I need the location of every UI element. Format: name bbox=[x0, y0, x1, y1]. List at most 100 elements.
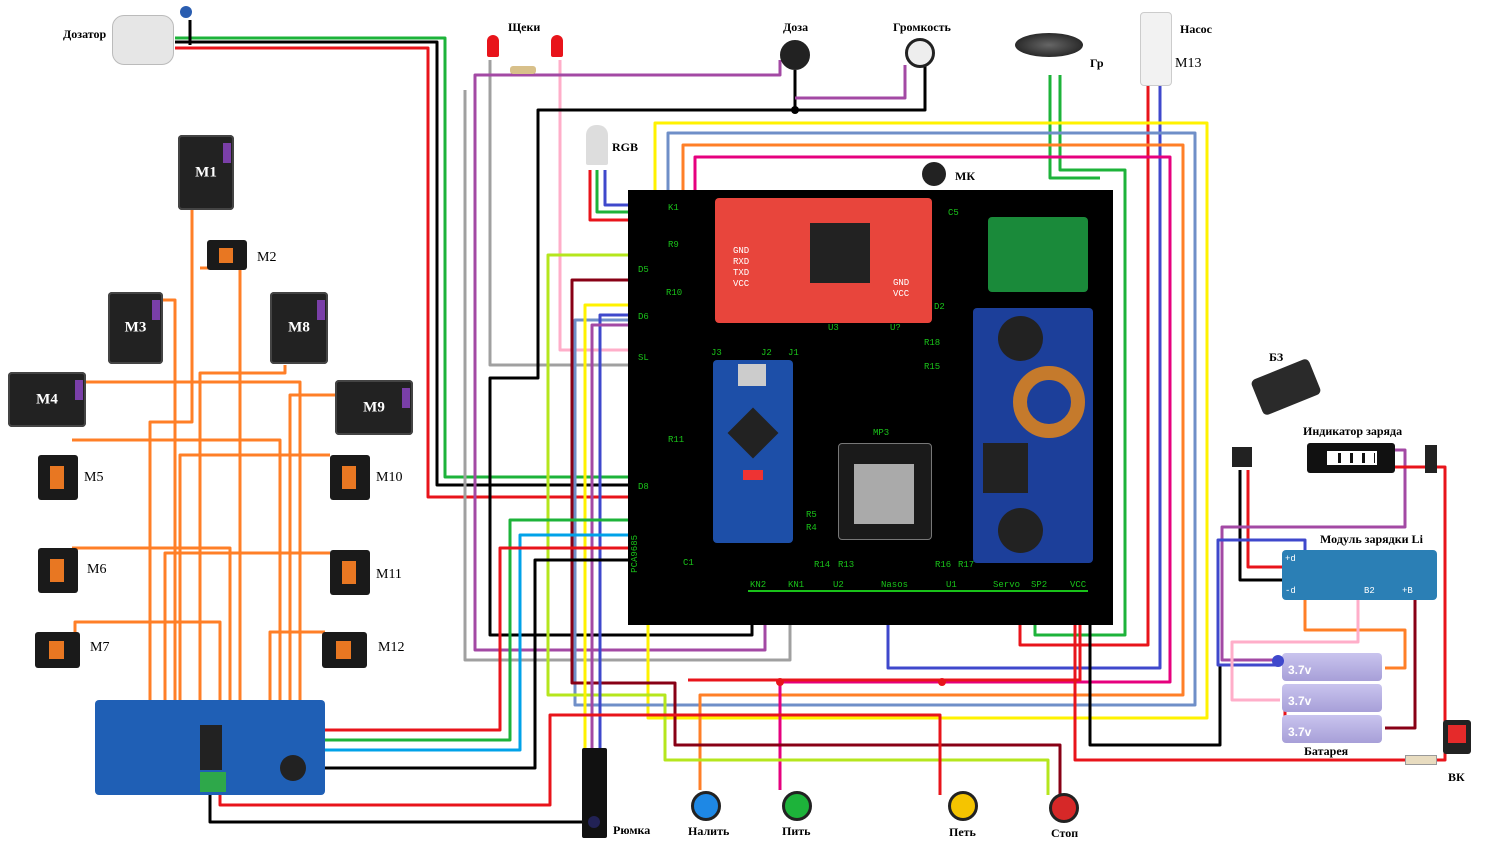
silk-label: R10 bbox=[666, 288, 683, 298]
inductor bbox=[1013, 366, 1085, 438]
wire bbox=[588, 170, 628, 222]
capacitor bbox=[280, 755, 306, 781]
silk-label: J2 bbox=[761, 348, 772, 358]
servo-m7 bbox=[35, 632, 80, 668]
wire bbox=[72, 438, 282, 705]
pour-button[interactable] bbox=[691, 791, 721, 821]
led-left bbox=[487, 35, 499, 57]
wire bbox=[1395, 465, 1447, 722]
wire bbox=[598, 313, 628, 748]
sing-label: Петь bbox=[949, 825, 976, 839]
drink-button[interactable] bbox=[782, 791, 812, 821]
battery-cell: 3.7v bbox=[1282, 684, 1382, 712]
silk-label: PCA9685 bbox=[630, 535, 640, 573]
stop-button[interactable] bbox=[1049, 793, 1079, 823]
servo-label: M2 bbox=[257, 250, 277, 265]
wire bbox=[646, 121, 1209, 720]
servo-label: M7 bbox=[90, 640, 110, 655]
capacitor bbox=[998, 508, 1043, 553]
servo-label: M11 bbox=[376, 567, 402, 582]
wire bbox=[175, 36, 628, 479]
charge-indicator bbox=[1307, 443, 1395, 473]
silk-label: D6 bbox=[638, 312, 649, 322]
silk-label: U? bbox=[890, 323, 901, 333]
wire bbox=[1303, 598, 1407, 670]
reset-button[interactable] bbox=[743, 470, 763, 480]
wire bbox=[178, 453, 330, 705]
silk-label: D5 bbox=[638, 265, 649, 275]
charge-indicator-label: Индикатор заряда bbox=[1303, 424, 1403, 438]
battery-cell: 3.7v bbox=[1282, 715, 1382, 743]
servo-label: M9 bbox=[363, 399, 385, 415]
cheeks-label: Щеки bbox=[508, 20, 541, 34]
silk-label: C1 bbox=[683, 558, 694, 568]
usb-port bbox=[738, 364, 766, 386]
silk-label: J1 bbox=[788, 348, 799, 358]
stepdown-small bbox=[988, 217, 1088, 292]
pour-label: Налить bbox=[688, 824, 730, 838]
power-switch[interactable] bbox=[1443, 720, 1471, 754]
stop-label: Стоп bbox=[1051, 826, 1079, 840]
resistor bbox=[510, 66, 536, 74]
wire bbox=[325, 518, 628, 742]
silk-label: KN1 bbox=[788, 580, 805, 590]
main-pcb: GND RXD TXD VCC GND VCC K1 R9 D5 R10 D6 … bbox=[628, 190, 1113, 625]
servo-m4: M4 bbox=[8, 372, 86, 427]
servo-m12 bbox=[322, 632, 367, 668]
wire bbox=[681, 143, 1185, 790]
silk-label: Servo bbox=[993, 580, 1021, 590]
arduino-nano bbox=[713, 360, 793, 543]
microphone bbox=[922, 162, 946, 186]
volume-label: Громкость bbox=[893, 20, 951, 34]
wire bbox=[72, 546, 232, 705]
wire bbox=[488, 70, 797, 637]
silk-label: U3 bbox=[828, 323, 839, 333]
wire bbox=[795, 65, 907, 100]
pin-label: VCC bbox=[893, 289, 910, 299]
rgb-led bbox=[586, 125, 608, 165]
wire bbox=[1238, 470, 1285, 582]
chip bbox=[810, 223, 870, 283]
silk-label: C5 bbox=[948, 208, 959, 218]
wire bbox=[558, 60, 628, 352]
servo-label: M1 bbox=[195, 164, 217, 180]
connector-header bbox=[748, 590, 1088, 608]
ir-eye bbox=[588, 816, 600, 828]
terminal-block bbox=[200, 772, 226, 792]
stepdown-buck bbox=[973, 308, 1093, 563]
wire bbox=[325, 558, 628, 770]
sing-button[interactable] bbox=[948, 791, 978, 821]
servo-m8: M8 bbox=[270, 292, 328, 364]
volume-button[interactable] bbox=[905, 38, 935, 68]
wire bbox=[1033, 75, 1127, 637]
wire bbox=[1246, 470, 1285, 569]
silk-label: MP3 bbox=[873, 428, 890, 438]
wire bbox=[473, 60, 782, 652]
silk-label: SL bbox=[638, 353, 649, 363]
drink-label: Пить bbox=[782, 824, 811, 838]
dose-label: Доза bbox=[783, 20, 809, 34]
wire bbox=[73, 620, 222, 705]
pin-label: -d bbox=[1285, 586, 1296, 596]
silk-label: R15 bbox=[924, 362, 941, 372]
pin-label: +B bbox=[1402, 586, 1413, 596]
battery-label: Батарея bbox=[1304, 744, 1349, 758]
silk-label: R18 bbox=[924, 338, 941, 348]
wire bbox=[163, 551, 330, 705]
pump-label: Насос bbox=[1180, 22, 1212, 36]
silk-label: VCC bbox=[1070, 580, 1087, 590]
wire bbox=[570, 278, 1062, 795]
pin-label: +d bbox=[1285, 554, 1296, 564]
pump bbox=[1140, 12, 1172, 86]
dose-button[interactable] bbox=[780, 40, 810, 70]
wire bbox=[603, 170, 628, 207]
silk-label: R14 bbox=[814, 560, 831, 570]
wire bbox=[463, 90, 792, 662]
mp3-module: GND RXD TXD VCC GND VCC bbox=[715, 198, 932, 323]
servo-label: M3 bbox=[124, 319, 147, 336]
speaker-label: Гр bbox=[1090, 56, 1104, 70]
wire bbox=[1385, 598, 1417, 730]
rocker bbox=[1448, 725, 1466, 743]
silk-label: Nasos bbox=[881, 580, 909, 590]
dispenser bbox=[112, 15, 174, 65]
